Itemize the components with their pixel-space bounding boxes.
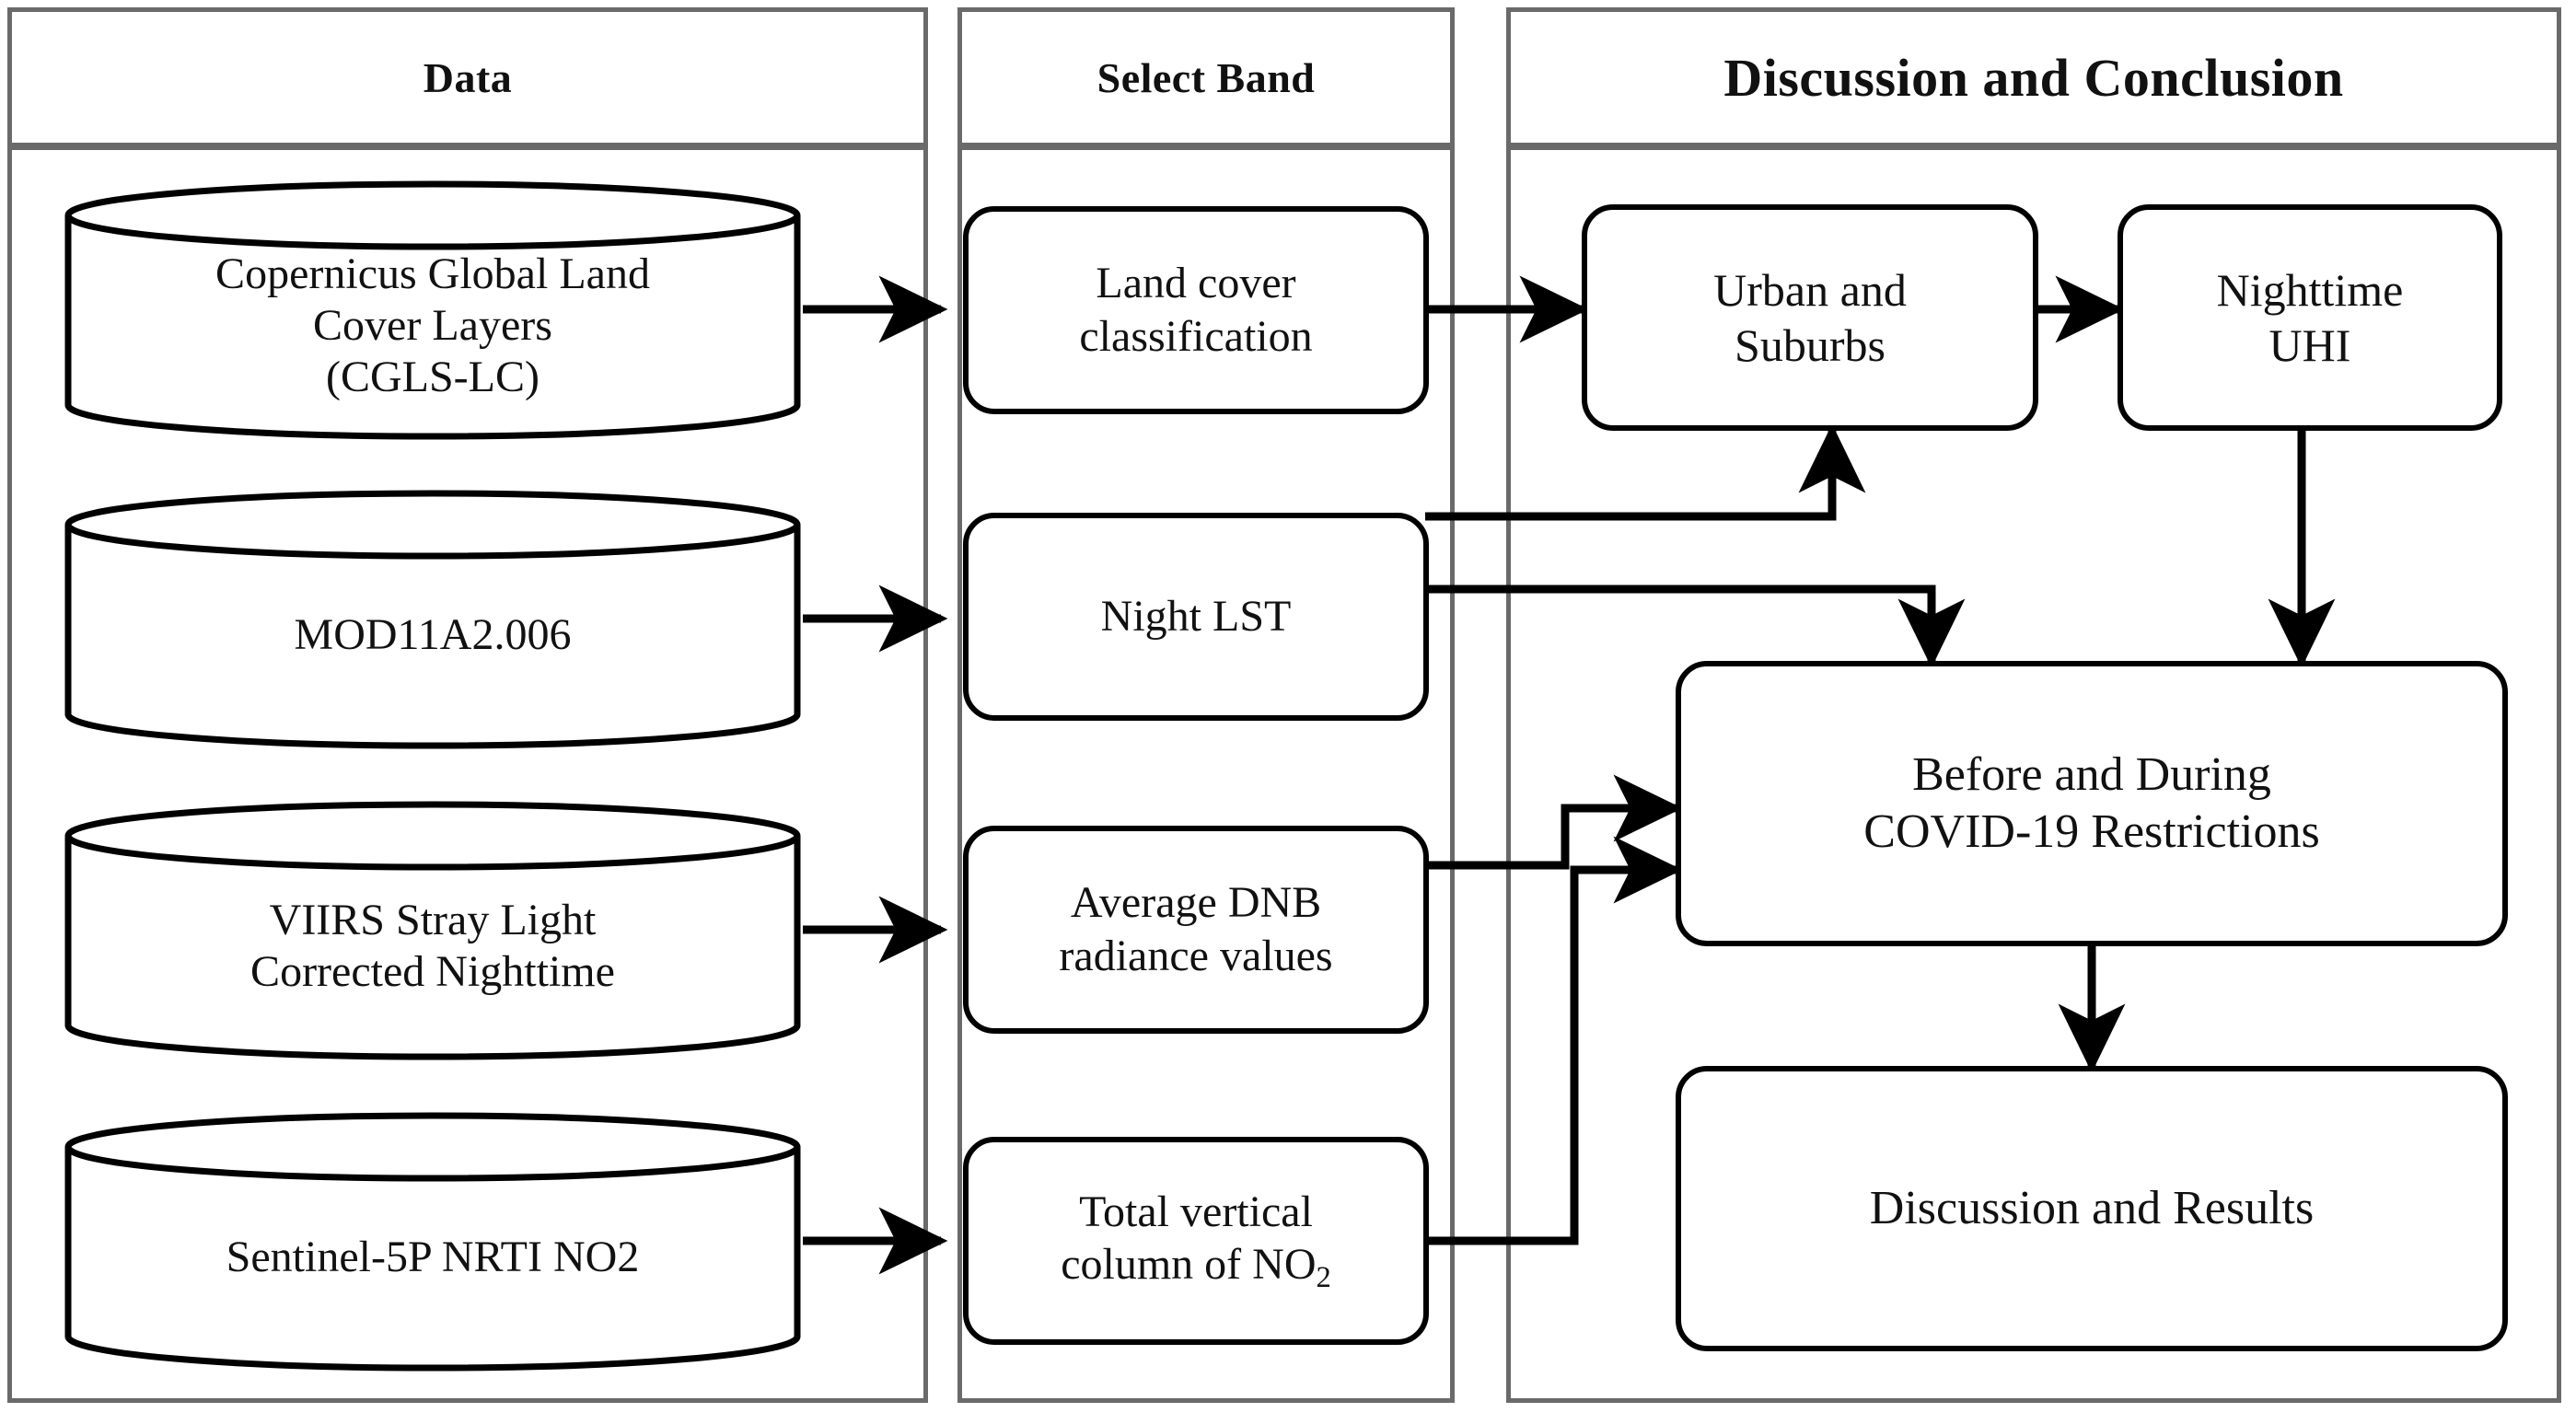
data-source-cgls-label: Copernicus Global Land Cover Layers (CGL… (215, 249, 650, 401)
column-header-discussion-label: Discussion and Conclusion (1723, 47, 2344, 108)
band-box-no2[interactable]: Total vertical column of NO2 (963, 1137, 1429, 1345)
column-body-select-band (957, 145, 1455, 1403)
result-box-covid[interactable]: Before and During COVID-19 Restrictions (1676, 661, 2508, 946)
result-box-uhi[interactable]: Nighttime UHI (2118, 204, 2502, 431)
band-box-landcover[interactable]: Land cover classification (963, 206, 1429, 414)
data-source-mod11a2[interactable]: MOD11A2.006 (63, 488, 803, 751)
cylinder-shape (64, 490, 801, 749)
band-box-dnb[interactable]: Average DNB radiance values (963, 826, 1429, 1034)
column-header-data-label: Data (423, 53, 513, 101)
column-body-data (7, 145, 928, 1403)
result-box-covid-label: Before and During COVID-19 Restrictions (1863, 747, 2320, 858)
cylinder-shape (64, 801, 801, 1060)
result-box-uhi-label: Nighttime UHI (2216, 264, 2404, 371)
data-source-sentinel-label: Sentinel-5P NRTI NO2 (226, 1233, 640, 1282)
column-header-data: Data (7, 7, 928, 147)
cylinder-shape (64, 1112, 801, 1372)
data-source-cgls[interactable]: Copernicus Global Land Cover Layers (CGL… (63, 179, 803, 442)
result-box-urban[interactable]: Urban and Suburbs (1582, 204, 2038, 431)
result-box-urban-label: Urban and Suburbs (1713, 264, 1907, 371)
data-source-mod11a2-label: MOD11A2.006 (294, 610, 572, 660)
band-box-nightlst[interactable]: Night LST (963, 513, 1429, 721)
data-source-viirs-label: VIIRS Stray Light Corrected Nighttime (250, 896, 615, 996)
band-box-nightlst-label: Night LST (1100, 592, 1292, 642)
cylinder-shape (64, 180, 801, 440)
band-box-no2-label: Total vertical column of NO2 (1051, 1186, 1340, 1297)
result-box-discussion-results[interactable]: Discussion and Results (1676, 1066, 2508, 1351)
column-header-discussion: Discussion and Conclusion (1506, 7, 2561, 147)
data-source-viirs[interactable]: VIIRS Stray Light Corrected Nighttime (63, 799, 803, 1062)
data-source-sentinel[interactable]: Sentinel-5P NRTI NO2 (63, 1110, 803, 1373)
band-box-no2-subscript: 2 (1316, 1261, 1331, 1295)
column-body-discussion (1506, 145, 2561, 1403)
band-box-landcover-label: Land cover classification (1079, 259, 1313, 361)
band-box-dnb-label: Average DNB radiance values (1059, 878, 1333, 980)
result-box-discussion-results-label: Discussion and Results (1869, 1181, 2315, 1234)
band-box-no2-text: Total vertical column of NO (1061, 1187, 1317, 1290)
column-header-select-band-label: Select Band (1097, 53, 1316, 101)
column-header-select-band: Select Band (957, 7, 1455, 147)
